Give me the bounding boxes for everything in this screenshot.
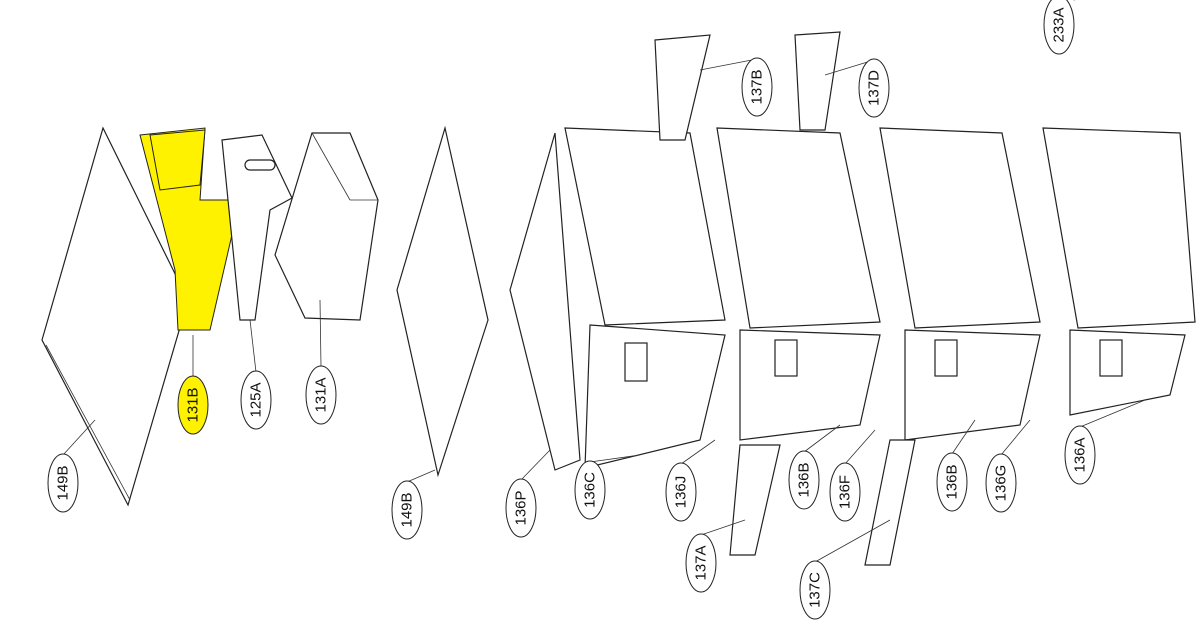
callout-bubble (391, 480, 423, 540)
callout-label: 136P (513, 490, 530, 525)
callout-149b[interactable]: 149B (47, 419, 96, 513)
callout-bubble (665, 462, 697, 522)
callout-label: 125A (248, 382, 265, 417)
part-125a-ice-tray (221, 134, 293, 321)
callout-bubble (574, 460, 606, 520)
drawer-136b (716, 31, 881, 556)
part-149b-glass-shelf-2 (396, 125, 489, 478)
callout-137b[interactable]: 137B (699, 57, 773, 117)
callout-bubble (858, 58, 890, 118)
callout-label: 136B (796, 462, 813, 497)
callout-label: 136A (1072, 437, 1089, 472)
callout-bubble (829, 462, 861, 522)
callout-125a[interactable]: 125A (240, 319, 272, 430)
callout-bubble (505, 478, 537, 538)
callout-bubble (788, 450, 820, 510)
leader-line (520, 449, 551, 481)
callout-bubble (985, 453, 1017, 513)
leader-line (1079, 399, 1146, 428)
callout-bubble (741, 57, 773, 117)
callout-label: 137D (866, 70, 883, 106)
callout-label: 131A (313, 377, 330, 412)
leader-line (700, 519, 746, 536)
callout-label: 136C (582, 472, 599, 508)
callout-label: 137B (749, 69, 766, 104)
callout-label: 137A (693, 545, 710, 580)
callout-bubble (177, 375, 209, 435)
callout-bubble (240, 370, 272, 430)
callout-label: 137C (807, 572, 824, 608)
leader-line (249, 319, 257, 373)
callout-label: 136J (673, 476, 690, 509)
callout-label: 149B (55, 465, 72, 500)
callout-149b[interactable]: 149B (391, 469, 436, 540)
leader-line (1000, 419, 1031, 456)
callout-label: 131B (185, 387, 202, 422)
leader-line (680, 439, 716, 465)
callout-label: 233A (1051, 7, 1068, 42)
callout-137c[interactable]: 137C (799, 519, 891, 620)
callout-label: 149B (399, 492, 416, 527)
drawer-136a (1042, 127, 1196, 416)
leader-line (803, 424, 841, 453)
callout-136p[interactable]: 136P (505, 449, 551, 538)
callout-136j[interactable]: 136J (665, 439, 716, 522)
callout-233a[interactable]: 233A (1043, 0, 1075, 55)
leader-line (319, 299, 322, 368)
leader-line (824, 59, 875, 76)
callout-bubble (685, 533, 717, 593)
callout-label: 136G (993, 465, 1010, 502)
callout-bubble (47, 453, 79, 513)
callout-label: 136B (944, 464, 961, 499)
callout-136g[interactable]: 136G (985, 419, 1031, 513)
callout-136c[interactable]: 136C (574, 454, 641, 520)
leader-line (844, 429, 876, 465)
callout-137a[interactable]: 137A (685, 519, 746, 593)
leader-line (814, 519, 891, 563)
part-131a-ice-bin (274, 132, 379, 321)
leader-line (406, 469, 436, 483)
drawer-136c (509, 34, 726, 471)
callout-137d[interactable]: 137D (824, 58, 890, 118)
callout-136f[interactable]: 136F (829, 429, 876, 522)
callout-136b[interactable]: 136B (936, 419, 976, 512)
callout-131a[interactable]: 131A (305, 299, 337, 425)
callout-136b[interactable]: 136B (788, 424, 841, 510)
callout-136a[interactable]: 136A (1064, 399, 1146, 485)
callout-bubble (1064, 425, 1096, 485)
leader-line (699, 58, 758, 71)
leader-line (62, 419, 96, 456)
callout-bubble (1043, 0, 1075, 55)
leader-line (589, 454, 641, 463)
callout-bubble (305, 365, 337, 425)
drawer-136b-2 (864, 127, 1041, 566)
leader-line (951, 419, 976, 455)
callout-bubble (936, 452, 968, 512)
callout-label: 136F (837, 475, 854, 509)
part-131b-cover[interactable] (139, 127, 241, 331)
callout-131b[interactable]: 131B (177, 335, 209, 435)
callout-bubble (799, 560, 831, 620)
